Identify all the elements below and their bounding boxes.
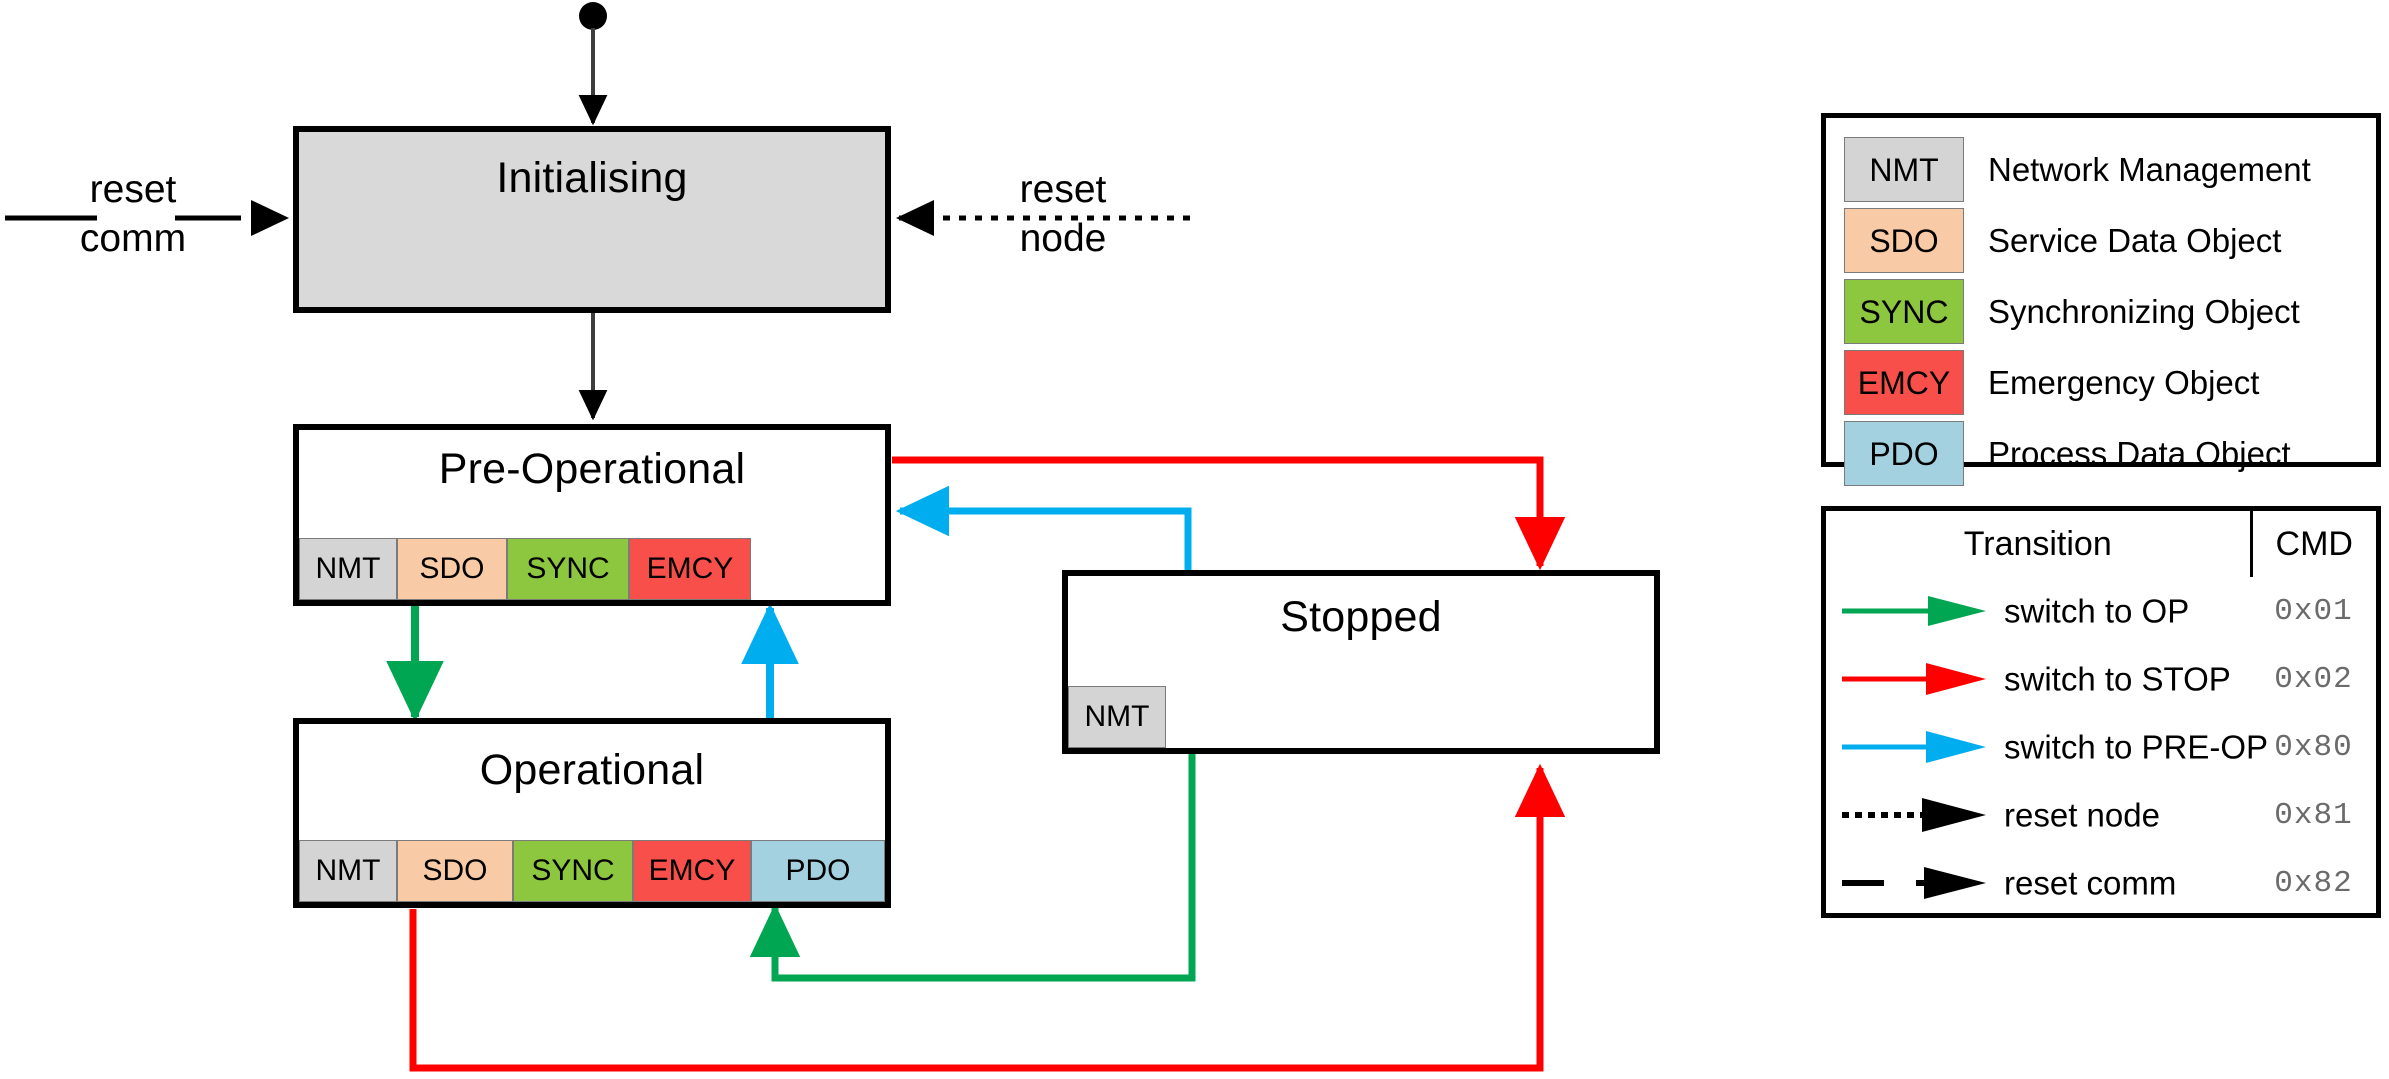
arrow-swatch-green xyxy=(1842,596,1986,626)
state-title-initialising: Initialising xyxy=(496,154,688,202)
edge-operational-to-stopped xyxy=(409,763,1566,1072)
table-header-row: Transition CMD xyxy=(1826,511,2376,577)
legend-item-emcy: EMCY Emergency Object xyxy=(1844,347,2311,418)
edge-label-reset-comm: reset comm xyxy=(48,170,218,259)
state-box-initialising[interactable]: Initialising xyxy=(293,126,891,313)
legend-label-sdo: Service Data Object xyxy=(1988,222,2282,259)
state-title-stopped: Stopped xyxy=(1280,593,1442,641)
legend-chip-sdo: SDO xyxy=(1844,208,1964,273)
edge-preop-to-stopped xyxy=(892,456,1566,571)
legend-item-sdo: SDO Service Data Object xyxy=(1844,205,2311,276)
service-chip-nmt: NMT xyxy=(1068,686,1166,748)
column-header-cmd: CMD xyxy=(2249,511,2376,577)
initial-state-dot xyxy=(579,2,607,30)
table-row[interactable]: switch to OP 0x01 xyxy=(1826,577,2376,645)
service-chip-sync: SYNC xyxy=(513,840,633,902)
state-box-operational[interactable]: Operational NMT SDO SYNC EMCY PDO xyxy=(293,718,891,908)
transition-table-panel: Transition CMD switch to OP 0x01 xyxy=(1821,506,2381,918)
edge-label-reset-node-line2: node xyxy=(1019,217,1107,260)
legend-list: NMT Network Management SDO Service Data … xyxy=(1844,134,2311,489)
transition-cell-switch-to-stop: switch to STOP xyxy=(1826,645,2251,713)
arrow-swatch-dotted-black xyxy=(1842,798,1986,832)
arrow-swatch-red xyxy=(1842,663,1986,695)
service-chip-emcy: EMCY xyxy=(633,840,751,902)
transition-cell-switch-to-op: switch to OP xyxy=(1826,577,2251,645)
edge-label-reset-node-line1: reset xyxy=(1019,168,1107,211)
service-chip-sdo: SDO xyxy=(397,538,507,600)
legend-item-sync: SYNC Synchronizing Object xyxy=(1844,276,2311,347)
service-strip-operational: NMT SDO SYNC EMCY PDO xyxy=(299,840,885,902)
legend-chip-emcy: EMCY xyxy=(1844,350,1964,415)
service-chip-nmt: NMT xyxy=(299,840,397,902)
transition-cell-reset-comm: reset comm xyxy=(1826,849,2251,917)
legend-chip-sync: SYNC xyxy=(1844,279,1964,344)
arrow-swatch-blue xyxy=(1842,731,1986,763)
transition-label-reset-node: reset node xyxy=(2004,796,2160,834)
state-box-pre-operational[interactable]: Pre-Operational NMT SDO SYNC EMCY xyxy=(293,424,891,606)
legend-chip-pdo: PDO xyxy=(1844,421,1964,486)
service-chip-sdo: SDO xyxy=(397,840,513,902)
transition-cell-reset-node: reset node xyxy=(1826,781,2251,849)
transition-label-switch-to-stop: switch to STOP xyxy=(2004,660,2231,698)
service-chip-pdo: PDO xyxy=(751,840,885,902)
arrow-swatch-dashed-black xyxy=(1842,867,1986,899)
table-row[interactable]: switch to PRE-OP 0x80 xyxy=(1826,713,2376,781)
edge-label-reset-comm-line1: reset xyxy=(89,168,177,211)
edge-label-reset-comm-line2: comm xyxy=(79,217,187,260)
edge-stopped-to-operational xyxy=(749,754,1196,982)
legend-panel: NMT Network Management SDO Service Data … xyxy=(1821,113,2381,486)
cmd-value-switch-to-stop: 0x02 xyxy=(2274,661,2353,697)
legend-label-sync: Synchronizing Object xyxy=(1988,293,2300,330)
transition-table: Transition CMD switch to OP 0x01 xyxy=(1826,511,2376,917)
legend-item-nmt: NMT Network Management xyxy=(1844,134,2311,205)
edge-label-reset-node: reset node xyxy=(978,170,1148,259)
table-row[interactable]: reset comm 0x82 xyxy=(1826,849,2376,917)
service-chip-emcy: EMCY xyxy=(629,538,751,600)
legend-label-nmt: Network Management xyxy=(1988,151,2311,188)
cmd-value-switch-to-op: 0x01 xyxy=(2274,593,2353,629)
state-box-stopped[interactable]: Stopped NMT xyxy=(1062,570,1660,754)
cmd-value-reset-node: 0x81 xyxy=(2274,797,2353,833)
transition-label-reset-comm: reset comm xyxy=(2004,864,2177,902)
cmd-value-reset-comm: 0x82 xyxy=(2274,865,2353,901)
service-chip-sync: SYNC xyxy=(507,538,629,600)
edge-stopped-to-preop xyxy=(895,485,1192,573)
transition-cell-switch-to-pre-op: switch to PRE-OP xyxy=(1826,713,2268,781)
state-title-operational: Operational xyxy=(479,746,705,794)
table-row[interactable]: reset node 0x81 xyxy=(1826,781,2376,849)
column-header-transition: Transition xyxy=(1963,524,2112,563)
transition-label-switch-to-pre-op: switch to PRE-OP xyxy=(2004,728,2269,766)
legend-label-pdo: Process Data Object xyxy=(1988,435,2291,472)
legend-chip-nmt: NMT xyxy=(1844,137,1964,202)
table-row[interactable]: switch to STOP 0x02 xyxy=(1826,645,2376,713)
service-strip-stopped: NMT xyxy=(1068,686,1166,748)
cmd-value-switch-to-pre-op: 0x80 xyxy=(2274,729,2353,765)
legend-label-emcy: Emergency Object xyxy=(1988,364,2260,401)
transition-label-switch-to-op: switch to OP xyxy=(2004,592,2190,630)
service-strip-pre-operational: NMT SDO SYNC EMCY xyxy=(299,538,769,600)
legend-item-pdo: PDO Process Data Object xyxy=(1844,418,2311,489)
state-title-pre-operational: Pre-Operational xyxy=(438,445,746,493)
service-chip-nmt: NMT xyxy=(299,538,397,600)
